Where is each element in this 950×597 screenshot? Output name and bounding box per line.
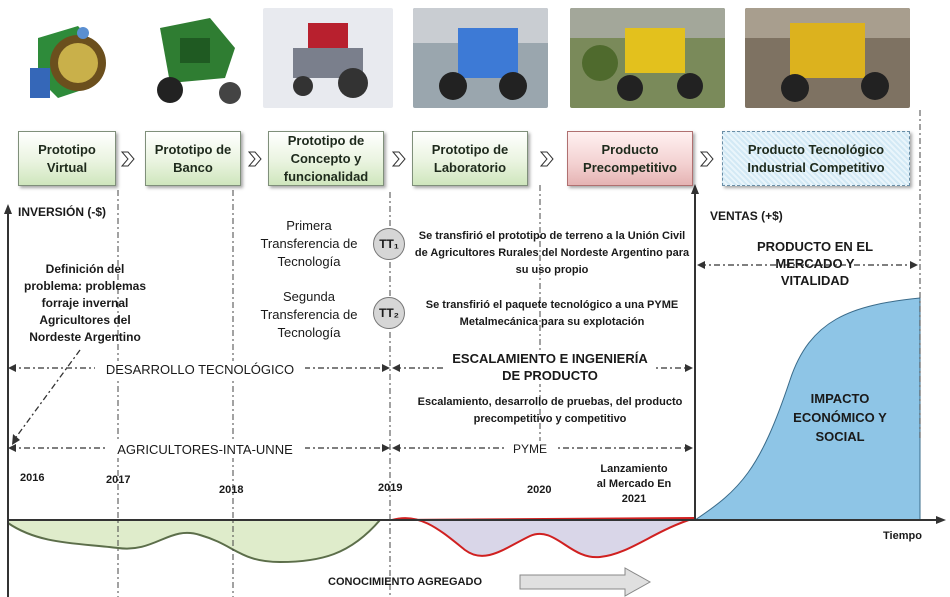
- chevron-icon: [392, 150, 406, 168]
- stage-bench-prototype: Prototipo de Banco: [145, 131, 241, 186]
- scaling-label: ESCALAMIENTO E INGENIERÍA DE PRODUCTO: [445, 350, 655, 384]
- transfer1-badge: TT₁: [373, 228, 405, 260]
- time-label: Tiempo: [883, 530, 922, 542]
- investment-label: INVERSIÓN (-$): [18, 205, 106, 219]
- transfer1-description: Se transfirió el prototipo de terreno a …: [412, 228, 692, 279]
- year-label: 2017: [106, 474, 130, 486]
- sales-label: VENTAS (+$): [710, 209, 783, 223]
- impact-label: IMPACTO ECONÓMICO Y SOCIAL: [775, 389, 905, 446]
- pyme-label: PYME: [505, 441, 555, 458]
- scaling-description: Escalamiento, desarrollo de pruebas, del…: [410, 394, 690, 428]
- transfer1-label: Primera Transferencia de Tecnología: [246, 217, 372, 271]
- chevron-icon: [540, 150, 554, 168]
- market-vitality-label: PRODUCTO EN EL MERCADO Y VITALIDAD: [745, 238, 885, 289]
- stage-competitive-product: Producto Tecnológico Industrial Competit…: [722, 131, 910, 186]
- knowledge-arrow: [520, 568, 650, 596]
- transfer2-badge: TT₂: [373, 297, 405, 329]
- problem-definition: Definición del problema: problemas forra…: [20, 261, 150, 346]
- investment-curve-agri: [8, 520, 380, 562]
- year-label: 2018: [219, 484, 243, 496]
- stage-precompetitive-product: Producto Precompetitivo: [567, 131, 693, 186]
- chevron-icon: [700, 150, 714, 168]
- chevron-icon: [248, 150, 262, 168]
- launch-label: Lanzamiento al Mercado En 2021: [596, 462, 672, 507]
- knowledge-label: CONOCIMIENTO AGREGADO: [328, 576, 482, 588]
- transfer2-description: Se transfirió el paquete tecnológico a u…: [412, 297, 692, 331]
- tech-development-label: DESARROLLO TECNOLÓGICO: [95, 361, 305, 378]
- transfer2-label: Segunda Transferencia de Tecnología: [246, 288, 372, 342]
- year-label: 2019: [378, 482, 402, 494]
- stage-concept-prototype: Prototipo de Concepto y funcionalidad: [268, 131, 384, 186]
- stage-laboratory-prototype: Prototipo de Laboratorio: [412, 131, 528, 186]
- investment-curve-pyme: [392, 518, 695, 557]
- chevron-icon: [121, 150, 135, 168]
- stage-virtual-prototype: Prototipo Virtual: [18, 131, 116, 186]
- year-label: 2016: [20, 472, 44, 484]
- agri-inta-unne-label: AGRICULTORES-INTA-UNNE: [105, 441, 305, 458]
- year-label: 2020: [527, 484, 551, 496]
